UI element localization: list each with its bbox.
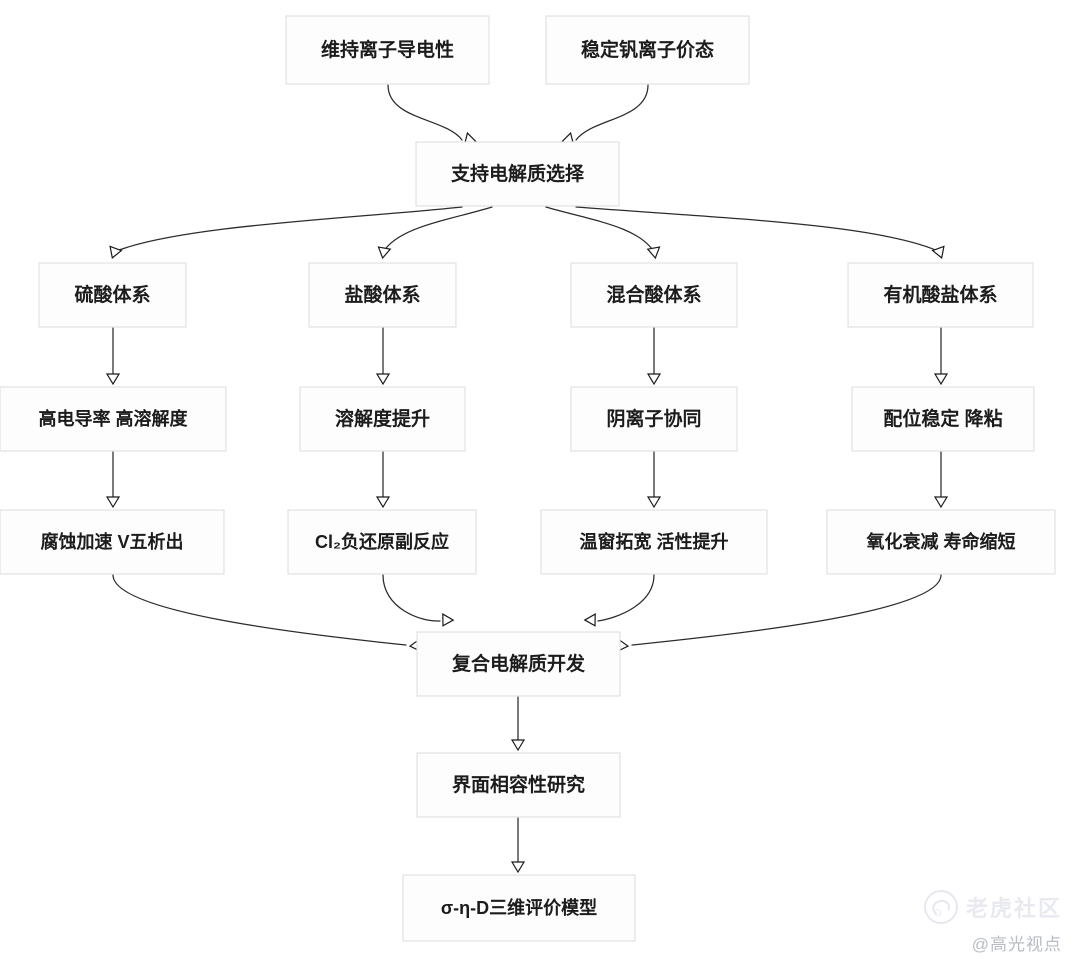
arrowhead-n9-n13 bbox=[375, 496, 391, 509]
node-label-n6: 混合酸体系 bbox=[606, 283, 701, 306]
node-label-n3: 支持电解质选择 bbox=[450, 162, 585, 185]
node-box-n16 bbox=[416, 631, 621, 697]
node-label-n14: 温窗拓宽 活性提升 bbox=[579, 531, 728, 552]
node-n1[interactable]: 维持离子导电性 bbox=[285, 15, 490, 85]
node-label-n4: 硫酸体系 bbox=[74, 283, 150, 306]
node-label-n2: 稳定钒离子价态 bbox=[581, 38, 714, 61]
arrowhead-n5-n9 bbox=[375, 373, 391, 386]
node-box-n4 bbox=[38, 262, 187, 328]
node-box-n14 bbox=[540, 509, 768, 575]
node-label-n9: 溶解度提升 bbox=[335, 407, 430, 430]
edge-n3-to-n7 bbox=[575, 206, 941, 253]
arrowhead-n11-n15 bbox=[933, 496, 949, 509]
watermark-top-row: 老虎社区 bbox=[923, 890, 1062, 924]
node-n6[interactable]: 混合酸体系 bbox=[570, 262, 738, 328]
node-n11[interactable]: 配位稳定 降粘 bbox=[851, 386, 1035, 452]
tiger-circle-icon bbox=[923, 890, 958, 924]
edge-n14-to-n16 bbox=[597, 574, 655, 622]
arrowhead-n3-n4 bbox=[109, 245, 123, 259]
edge-n13-to-n16 bbox=[382, 574, 441, 622]
edge-n15-to-n16 bbox=[631, 574, 942, 646]
node-box-n7 bbox=[847, 262, 1034, 328]
node-label-n17: 界面相容性研究 bbox=[452, 773, 585, 796]
node-box-n2 bbox=[545, 15, 750, 85]
arrowhead-n3-n5 bbox=[377, 246, 392, 260]
watermark-handle: @高光视点 bbox=[971, 935, 1062, 954]
edge-n2-to-n3 bbox=[575, 84, 649, 141]
node-label-n11: 配位稳定 降粘 bbox=[883, 407, 1002, 430]
edges-layer bbox=[112, 84, 942, 865]
node-n12[interactable]: 腐蚀加速 V五析出 bbox=[0, 509, 225, 575]
node-box-n13 bbox=[287, 509, 477, 575]
node-n7[interactable]: 有机酸盐体系 bbox=[847, 262, 1034, 328]
arrowhead-n10-n14 bbox=[646, 496, 662, 509]
arrowhead-n4-n8 bbox=[105, 373, 121, 386]
arrowhead-n16-n17 bbox=[510, 739, 526, 752]
node-n8[interactable]: 高电导率 高溶解度 bbox=[0, 386, 227, 452]
node-n15[interactable]: 氧化衰减 寿命缩短 bbox=[826, 509, 1056, 575]
watermark: 老虎社区 @高光视点 bbox=[923, 890, 1062, 955]
node-label-n7: 有机酸盐体系 bbox=[883, 283, 997, 306]
arrowhead-n3-n7 bbox=[931, 245, 945, 259]
node-label-n8: 高电导率 高溶解度 bbox=[38, 408, 188, 429]
node-label-n12: 腐蚀加速 V五析出 bbox=[40, 531, 183, 552]
node-label-n15: 氧化衰减 寿命缩短 bbox=[865, 531, 1015, 552]
node-n18[interactable]: σ-η-D三维评价模型 bbox=[402, 874, 636, 942]
node-box-n3 bbox=[415, 141, 620, 207]
arrowhead-n14-n16 bbox=[583, 613, 596, 627]
node-box-n15 bbox=[826, 509, 1056, 575]
edge-n3-to-n6 bbox=[545, 206, 655, 253]
arrowhead-n7-n11 bbox=[933, 373, 949, 386]
node-n16[interactable]: 复合电解质开发 bbox=[416, 631, 621, 697]
edge-n3-to-n5 bbox=[382, 206, 493, 253]
node-box-n17 bbox=[416, 752, 621, 818]
node-label-n16: 复合电解质开发 bbox=[451, 652, 586, 675]
node-box-n5 bbox=[308, 262, 457, 328]
node-box-n12 bbox=[0, 509, 225, 575]
node-box-n6 bbox=[570, 262, 738, 328]
node-n17[interactable]: 界面相容性研究 bbox=[416, 752, 621, 818]
node-n2[interactable]: 稳定钒离子价态 bbox=[545, 15, 750, 85]
node-n14[interactable]: 温窗拓宽 活性提升 bbox=[540, 509, 768, 575]
node-box-n18 bbox=[402, 874, 636, 942]
arrowhead-n13-n16 bbox=[442, 613, 455, 627]
node-box-n9 bbox=[299, 386, 466, 452]
arrowhead-n6-n10 bbox=[646, 373, 662, 386]
watermark-brand: 老虎社区 bbox=[965, 896, 1062, 921]
arrowhead-n17-n18 bbox=[510, 861, 526, 874]
node-box-n11 bbox=[851, 386, 1035, 452]
node-n10[interactable]: 阴离子协同 bbox=[570, 386, 738, 452]
node-n3[interactable]: 支持电解质选择 bbox=[415, 141, 620, 207]
node-label-n10: 阴离子协同 bbox=[606, 407, 701, 430]
node-box-n8 bbox=[0, 386, 227, 452]
node-n4[interactable]: 硫酸体系 bbox=[38, 262, 187, 328]
node-box-n10 bbox=[570, 386, 738, 452]
node-label-n18: σ-η-D三维评价模型 bbox=[441, 897, 597, 918]
node-label-n5: 盐酸体系 bbox=[344, 283, 420, 306]
arrowhead-n3-n6 bbox=[646, 246, 661, 260]
node-box-n1 bbox=[285, 15, 490, 85]
node-n5[interactable]: 盐酸体系 bbox=[308, 262, 457, 328]
edge-n1-to-n3 bbox=[387, 84, 463, 141]
arrowhead-n8-n12 bbox=[105, 496, 121, 509]
node-n9[interactable]: 溶解度提升 bbox=[299, 386, 466, 452]
edge-n12-to-n16 bbox=[112, 574, 407, 646]
node-label-n13: Cl₂负还原副反应 bbox=[315, 531, 449, 552]
node-n13[interactable]: Cl₂负还原副反应 bbox=[287, 509, 477, 575]
edge-n3-to-n4 bbox=[113, 206, 463, 253]
node-label-n1: 维持离子导电性 bbox=[321, 38, 454, 61]
